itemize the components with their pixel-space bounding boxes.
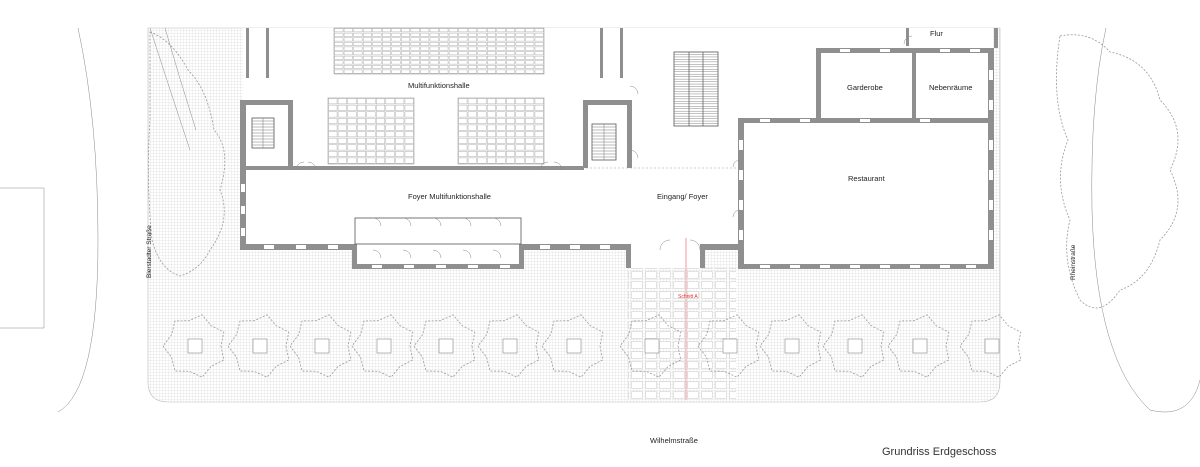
tree-canopy-left bbox=[148, 31, 226, 277]
street-tree-row bbox=[162, 314, 1022, 378]
room-label-foyer-multifunktionshalle: Foyer Multifunktionshalle bbox=[408, 192, 491, 201]
left-street-edge bbox=[0, 27, 197, 413]
room-label-multifunktionshalle: Multifunktionshalle bbox=[408, 81, 470, 90]
street-label-wilhelm: Wilhelmstraße bbox=[650, 436, 698, 445]
room-label-flur: Flur bbox=[930, 29, 943, 38]
stairs-and-escalator bbox=[251, 51, 719, 161]
room-label-nebenraeume: Nebenräume bbox=[929, 83, 972, 92]
street-labels: Bierstadter Straße Rheinstraße Wilhelmst… bbox=[146, 225, 1077, 445]
right-street-edge bbox=[1091, 27, 1200, 413]
street-label-bierstadter: Bierstadter Straße bbox=[146, 225, 153, 278]
tree-canopy-right bbox=[1056, 34, 1179, 309]
building-footprint bbox=[243, 28, 993, 400]
room-label-eingang-foyer: Eingang/ Foyer bbox=[657, 192, 708, 201]
street-label-rhein: Rheinstraße bbox=[1070, 244, 1077, 280]
room-labels: Flur Multifunktionshalle Garderobe Neben… bbox=[408, 29, 972, 201]
room-label-restaurant: Restaurant bbox=[848, 174, 886, 183]
section-mark: Schnitt A bbox=[678, 294, 698, 300]
door-swings bbox=[295, 35, 913, 251]
entrance-paving bbox=[628, 268, 736, 400]
room-label-garderobe: Garderobe bbox=[847, 83, 883, 92]
drawing-title: Grundriss Erdgeschoss bbox=[882, 446, 997, 458]
section-line-a: Schnitt A bbox=[678, 238, 698, 400]
hall-seating bbox=[327, 27, 545, 165]
window-marks bbox=[241, 49, 993, 268]
foyer-fixtures bbox=[354, 167, 738, 259]
